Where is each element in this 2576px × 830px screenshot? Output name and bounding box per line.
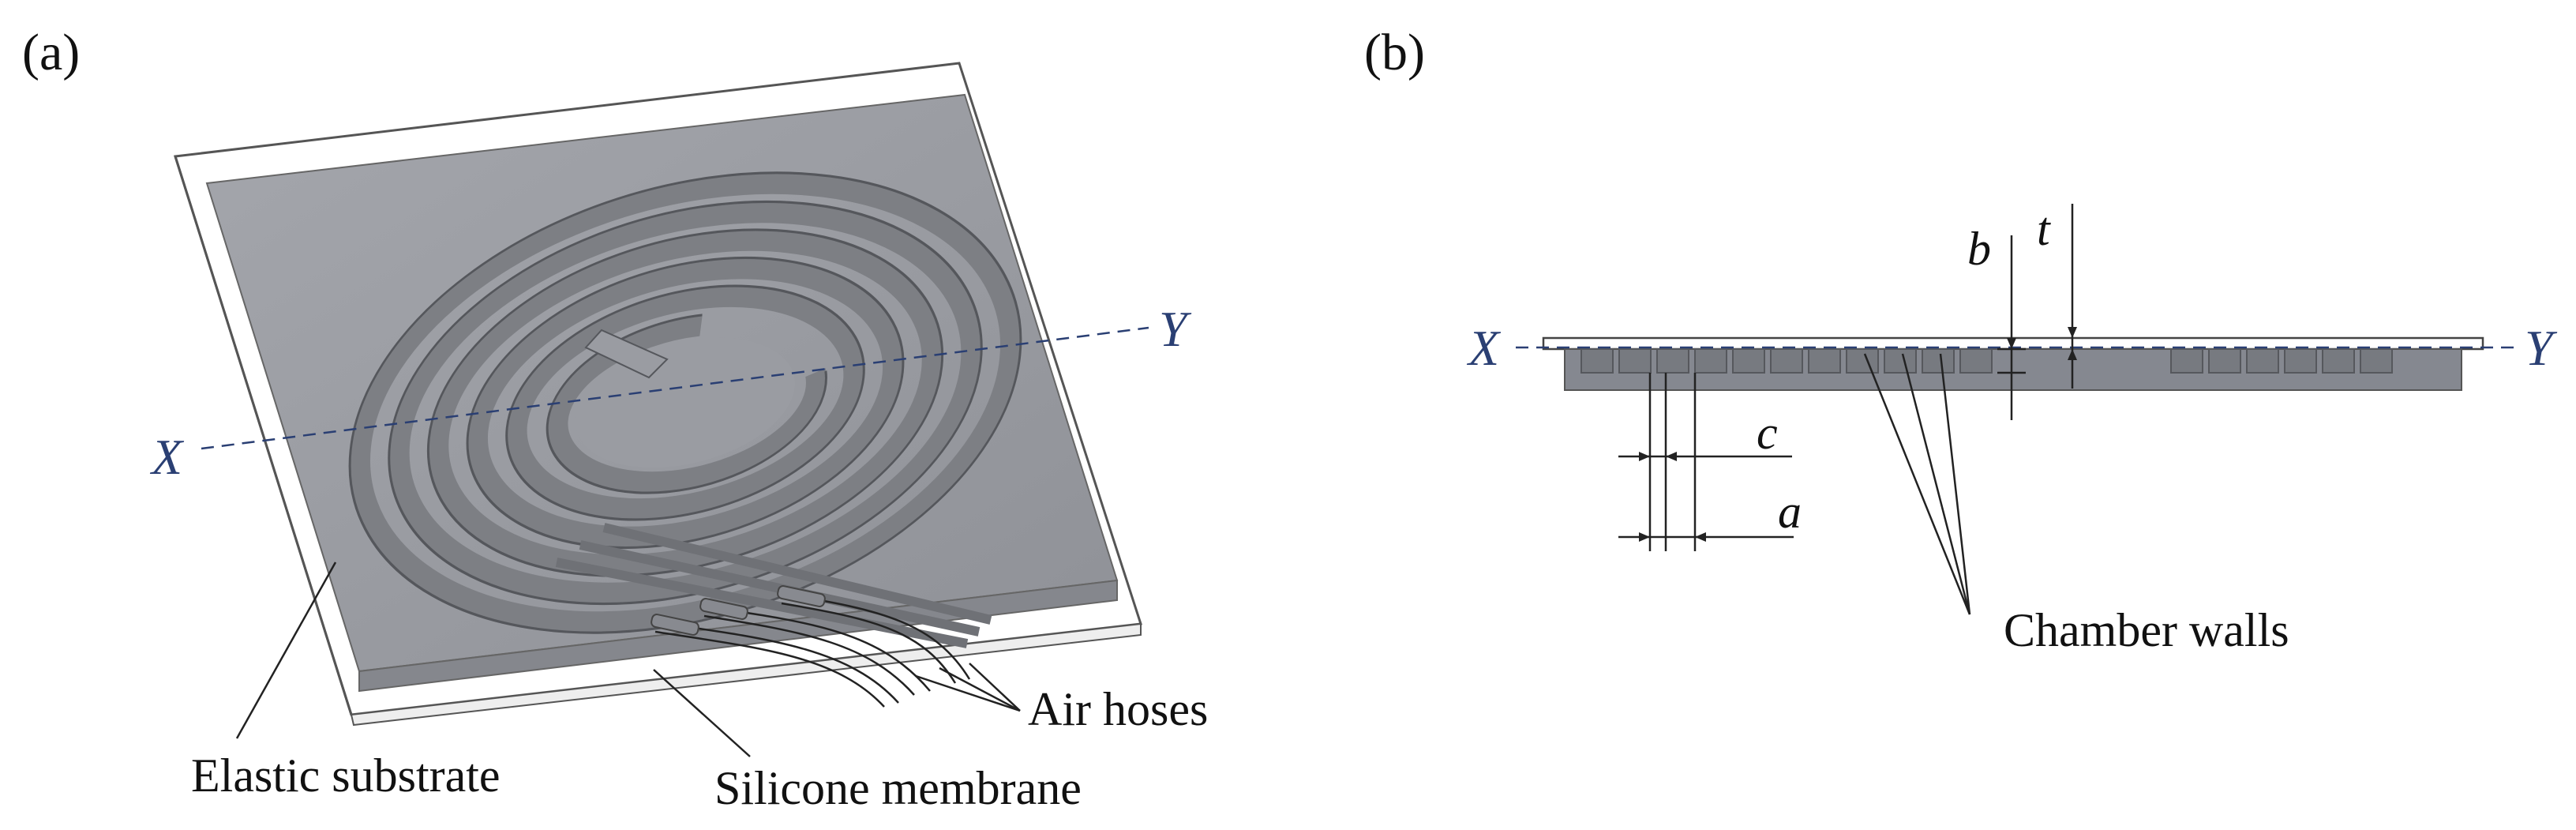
chamber-cell xyxy=(2322,348,2355,374)
dim-c-label: c xyxy=(1757,407,1778,459)
air-hose-3 xyxy=(781,602,957,684)
panel-a-x-label: X xyxy=(149,429,185,485)
leader-silicone-membrane xyxy=(653,669,751,757)
chamber-cell xyxy=(1922,348,1955,374)
dim-b-label: b xyxy=(1967,223,1991,275)
chamber-cell xyxy=(2170,348,2203,374)
chamber-ring-5 xyxy=(506,285,864,520)
hose-channel-3 xyxy=(602,523,992,625)
chamber-cells-left xyxy=(1580,348,1993,374)
chamber-cell xyxy=(1732,348,1765,374)
leader-chamber-wall-2 xyxy=(1901,353,1971,615)
panel-b-label: (b) xyxy=(1364,24,1425,81)
panel-b: (b) X Y xyxy=(1364,24,2558,656)
silicone-membrane-thickness xyxy=(350,622,1142,727)
panel-a: (a) xyxy=(22,24,1208,814)
leader-chamber-wall-1 xyxy=(1863,353,1971,615)
dim-t-arrow xyxy=(2068,327,2077,338)
chamber-cell xyxy=(1884,348,1917,374)
dim-c-arrow-right xyxy=(1666,452,1677,461)
dim-t-label: t xyxy=(2037,203,2051,255)
chamber-ring-4 xyxy=(467,257,903,548)
leader-air-hoses-3 xyxy=(969,663,1021,712)
chamber-cell xyxy=(1656,348,1689,374)
chamber-ring-3-outer-edge xyxy=(426,228,944,577)
panel-a-xy-axis xyxy=(201,326,1149,450)
chamber-cell xyxy=(2246,348,2279,374)
dim-a-label: a xyxy=(1778,486,1802,538)
chamber-cell xyxy=(1846,348,1879,374)
air-hose-1-inlet xyxy=(651,614,699,636)
leader-chamber-wall-3 xyxy=(1939,353,1971,615)
dim-c-arrow-left xyxy=(1639,452,1650,461)
leader-air-hoses-1 xyxy=(915,674,1021,712)
dim-a-arrow-right xyxy=(1695,532,1706,542)
membrane-left-edge xyxy=(174,156,353,715)
hose-channel-1 xyxy=(555,558,969,648)
center-pad xyxy=(576,337,795,468)
chamber-cell xyxy=(1959,348,1993,374)
air-hoses xyxy=(651,585,971,708)
elastic-substrate-label: Elastic substrate xyxy=(191,749,501,802)
silicone-membrane-label: Silicone membrane xyxy=(714,762,1082,814)
chamber-walls-label: Chamber walls xyxy=(2004,604,2289,656)
air-hose-2 xyxy=(703,614,915,696)
air-hoses-label: Air hoses xyxy=(1028,683,1208,735)
chamber-cell xyxy=(1618,348,1652,374)
chamber-ring-5-outer-edge xyxy=(505,284,865,521)
air-hose-1 xyxy=(654,630,885,708)
chamber-cell xyxy=(2208,348,2241,374)
panel-b-y-label: Y xyxy=(2525,320,2558,376)
dim-t-arrow-bottom xyxy=(2068,349,2077,360)
spiral-notch xyxy=(584,329,669,379)
chamber-cell xyxy=(1770,348,1803,374)
chamber-cell xyxy=(2284,348,2317,374)
leader-air-hoses-2 xyxy=(939,667,1021,712)
panel-a-label: (a) xyxy=(22,24,80,81)
panel-a-y-label: Y xyxy=(1159,301,1192,357)
chamber-cells-right xyxy=(2170,348,2393,374)
leader-elastic-substrate xyxy=(235,561,337,739)
chamber-cell xyxy=(1580,348,1614,374)
chamber-cell xyxy=(1694,348,1727,374)
air-hose-2-inlet xyxy=(699,598,748,620)
chamber-ring-2-outer-edge xyxy=(388,200,983,606)
panel-b-x-label: X xyxy=(1466,320,1502,376)
dim-b-arrow xyxy=(2007,338,2016,349)
chamber-cell xyxy=(2360,348,2393,374)
chamber-cell xyxy=(1808,348,1841,374)
dim-a-arrow-left xyxy=(1639,532,1650,542)
air-hose-3-inlet xyxy=(777,585,826,607)
